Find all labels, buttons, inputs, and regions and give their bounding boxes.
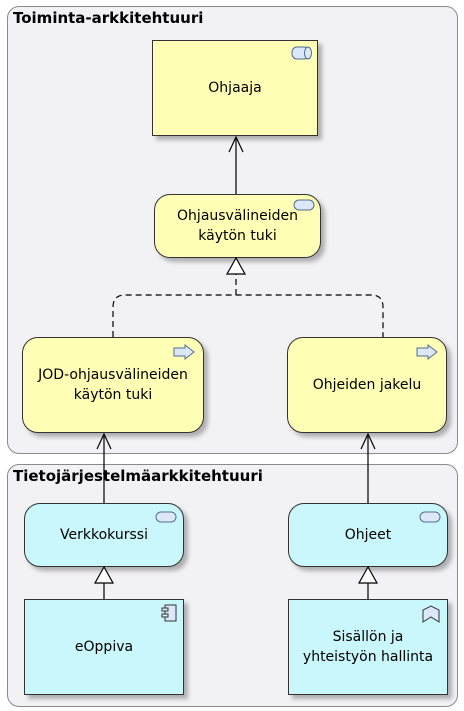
group-title: Tietojärjestelmäarkkitehtuuri [13,467,263,485]
application-service-icon [419,511,441,523]
business-service-icon [293,199,315,211]
node-label: Sisällön ja yhteistyön hallinta [302,629,434,665]
business-process-icon [416,344,438,360]
node-label: eOppiva [74,639,134,655]
node-label: Ohjausvälineiden käytön tuki [177,208,298,244]
node-label: Ohjeet [344,527,392,543]
node-jod-ohjausvalineiden-kayton-tuki[interactable]: JOD-ohjausvälineiden käytön tuki [22,337,204,433]
node-ohjeet[interactable]: Ohjeet [288,503,448,567]
node-label: Ohjaaja [208,80,262,96]
business-process-icon [173,344,195,360]
node-ohjeiden-jakelu[interactable]: Ohjeiden jakelu [287,337,447,433]
group-title: Toiminta-arkkitehtuuri [13,9,204,27]
application-component-icon [161,604,177,622]
node-label: Ohjeiden jakelu [312,377,422,393]
business-role-icon [291,46,312,60]
node-label: JOD-ohjausvälineiden käytön tuki [38,367,188,403]
node-ohjausvalineiden-kayton-tuki[interactable]: Ohjausvälineiden käytön tuki [154,194,321,258]
node-ohjaaja[interactable]: Ohjaaja [152,40,318,136]
node-verkkokurssi[interactable]: Verkkokurssi [24,503,184,567]
application-service-icon [155,511,177,523]
application-function-icon [422,605,440,623]
node-label: Verkkokurssi [60,527,148,543]
node-eoppiva[interactable]: eOppiva [24,599,184,695]
node-sisallon-ja-yhteistyon-hallinta[interactable]: Sisällön ja yhteistyön hallinta [288,599,448,695]
